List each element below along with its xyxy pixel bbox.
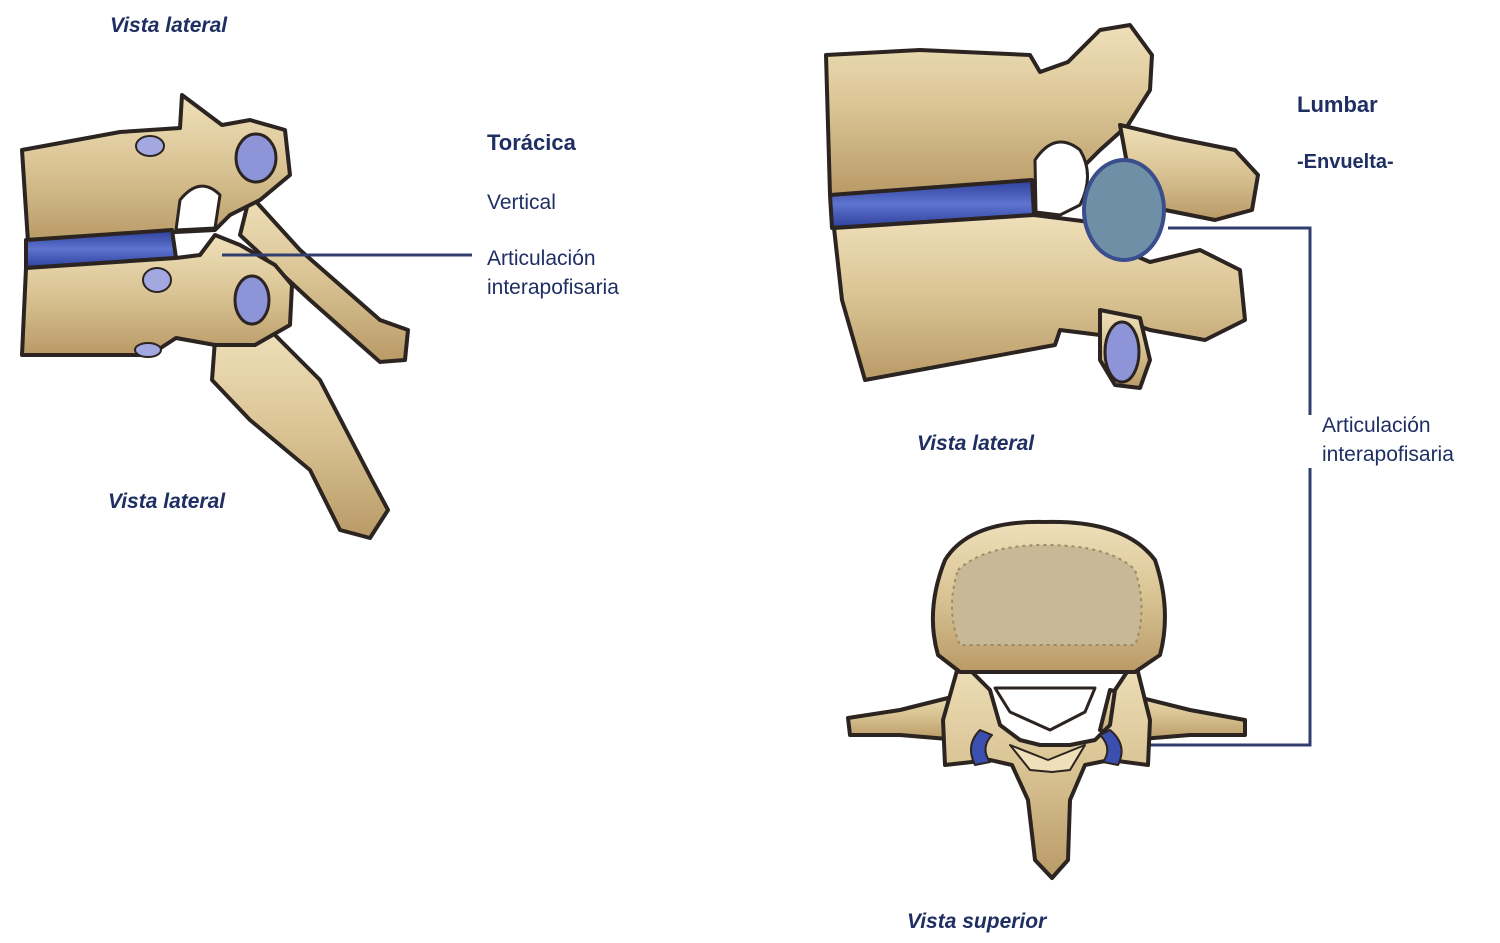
lumbar-spinous-process-base: [1009, 744, 1086, 773]
lumbar-lower-body: [832, 213, 1247, 382]
thoracic-intervertebral-foramen: [174, 184, 222, 232]
thoracic-joint-label-line2: interapofisaria: [487, 276, 619, 299]
lumbar-superior-illustration: [846, 519, 1247, 880]
lumbar-view-label-lateral: Vista lateral: [917, 432, 1035, 455]
thoracic-costal-facet-2: [142, 267, 172, 293]
lumbar-cancellous-bone: [950, 544, 1143, 646]
thoracic-lower-facet: [233, 274, 271, 326]
lumbar-joint-leader-bracket: [1132, 226, 1312, 747]
lumbar-facet-joint-capsule: [1082, 158, 1166, 262]
thoracic-upper-facet: [234, 132, 278, 184]
thoracic-view-label-top: Vista lateral: [110, 14, 228, 37]
lumbar-right-facet-joint: [1099, 729, 1123, 766]
lumbar-vertebral-foramen: [993, 686, 1097, 732]
lumbar-joint-label-line2: interapofisaria: [1322, 443, 1454, 466]
thoracic-orientation: Vertical: [487, 191, 556, 214]
lumbar-view-label-superior: Vista superior: [907, 910, 1048, 933]
thoracic-joint-label-line1: Articulación: [487, 247, 596, 270]
lumbar-joint-label-line1: Articulación: [1322, 414, 1431, 437]
lumbar-title: Lumbar: [1297, 92, 1378, 117]
lumbar-intervertebral-foramen: [1033, 140, 1089, 217]
thoracic-costal-facet-1: [135, 135, 165, 157]
lumbar-lower-facet: [1103, 320, 1141, 384]
lumbar-left-facet-joint: [970, 729, 993, 766]
lumbar-lateral-illustration: [824, 23, 1260, 390]
thoracic-costal-facet-3: [134, 342, 162, 358]
thoracic-view-label-bottom: Vista lateral: [108, 490, 226, 513]
lumbar-subtitle: -Envuelta-: [1297, 151, 1394, 173]
thoracic-vertebrae-illustration: [20, 93, 410, 540]
thoracic-lower-spinous-process: [210, 328, 390, 540]
thoracic-title: Torácica: [487, 130, 577, 155]
thoracic-upper-body: [20, 93, 292, 244]
